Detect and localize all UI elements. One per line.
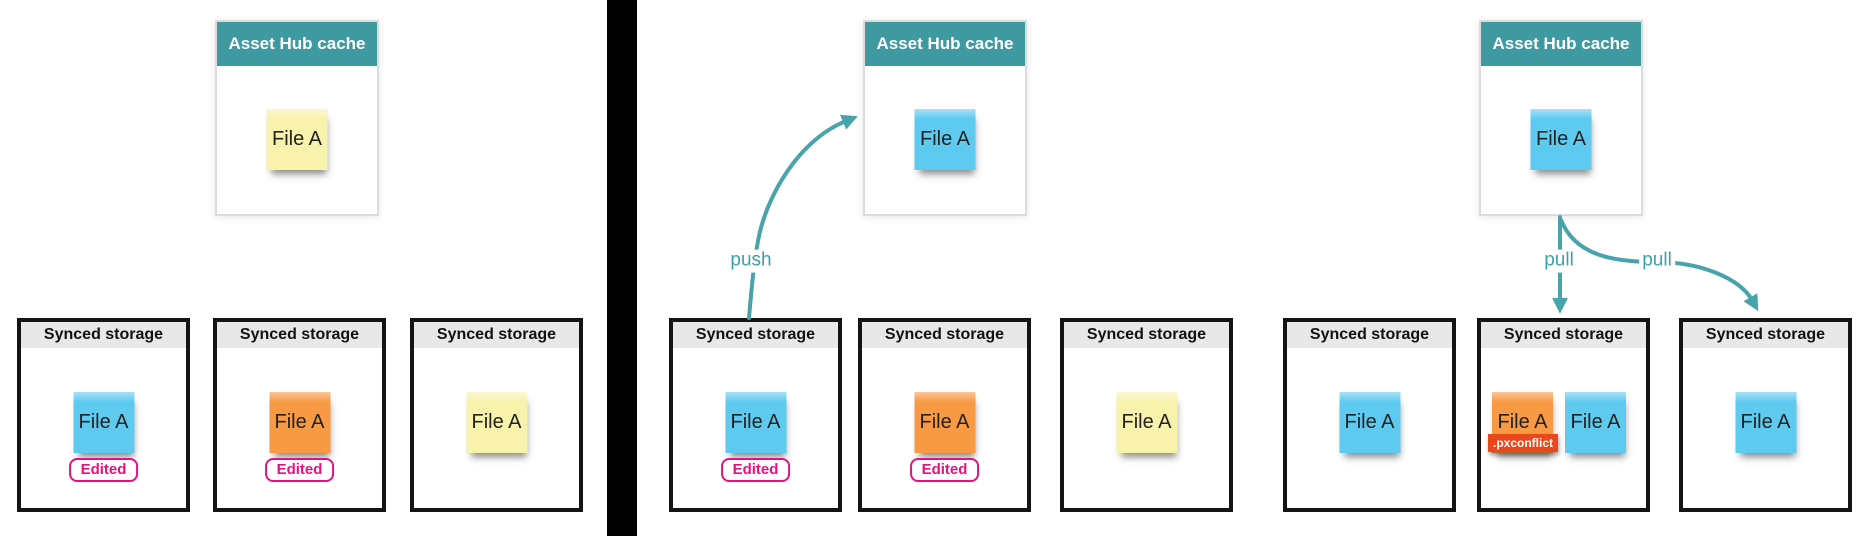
edited-badge: Edited <box>264 458 335 482</box>
asset-hub-cache-title: Asset Hub cache <box>1481 22 1641 66</box>
synced-storage-title: Synced storage <box>1287 322 1452 348</box>
pull-arrow-label-2: pull <box>1639 249 1675 273</box>
synced-storage-3-2: Synced storage File A .pxconflict File A <box>1477 318 1650 512</box>
sticky-note-file-a: File A <box>466 392 527 453</box>
push-arrow <box>747 114 858 320</box>
sticky-note-file-a: File A <box>1116 392 1177 453</box>
synced-storage-1-3: Synced storage File A <box>410 318 583 512</box>
sticky-label: File A <box>78 411 129 433</box>
sticky-label: File A <box>919 411 970 433</box>
sticky-label: File A <box>919 128 971 150</box>
sticky-label: File A <box>471 411 522 433</box>
asset-hub-cache-title: Asset Hub cache <box>217 22 377 66</box>
synced-storage-1-1: Synced storage File A Edited <box>17 318 190 512</box>
synced-storage-2-2: Synced storage File A Edited <box>858 318 1031 512</box>
synced-storage-title: Synced storage <box>862 322 1027 348</box>
asset-hub-cache-3: Asset Hub cache File A <box>1479 20 1643 216</box>
edited-badge: Edited <box>68 458 139 482</box>
sticky-label: File A <box>1570 411 1621 433</box>
synced-storage-title: Synced storage <box>1683 322 1848 348</box>
synced-storage-title: Synced storage <box>217 322 382 348</box>
pull-arrow-label-1: pull <box>1541 249 1577 273</box>
sticky-note-file-a: File A <box>914 109 976 170</box>
synced-storage-title: Synced storage <box>673 322 838 348</box>
panel-divider <box>607 0 637 536</box>
push-arrow-label: push <box>727 249 775 273</box>
pxconflict-tag: .pxconflict <box>1488 434 1559 452</box>
sticky-note-file-a: File A <box>725 392 786 453</box>
asset-hub-cache-title: Asset Hub cache <box>865 22 1025 66</box>
sticky-label: File A <box>1497 411 1548 433</box>
sticky-note-file-a: File A <box>1735 392 1796 453</box>
synced-storage-2-3: Synced storage File A <box>1060 318 1233 512</box>
sticky-label: File A <box>1535 128 1587 150</box>
sticky-label: File A <box>274 411 325 433</box>
sticky-label: File A <box>730 411 781 433</box>
sticky-note-file-a: File A <box>269 392 330 453</box>
synced-storage-1-2: Synced storage File A Edited <box>213 318 386 512</box>
sticky-note-file-a: File A <box>266 109 328 170</box>
sticky-note-file-a: File A <box>73 392 134 453</box>
edited-badge: Edited <box>720 458 791 482</box>
synced-storage-3-3: Synced storage File A <box>1679 318 1852 512</box>
edited-badge: Edited <box>909 458 980 482</box>
sticky-label: File A <box>1740 411 1791 433</box>
synced-storage-title: Synced storage <box>21 322 186 348</box>
sticky-label: File A <box>1121 411 1172 433</box>
synced-storage-title: Synced storage <box>1481 322 1646 348</box>
sticky-label: File A <box>271 128 323 150</box>
synced-storage-title: Synced storage <box>1064 322 1229 348</box>
synced-storage-3-1: Synced storage File A <box>1283 318 1456 512</box>
synced-storage-title: Synced storage <box>414 322 579 348</box>
sticky-label: File A <box>1344 411 1395 433</box>
asset-hub-cache-2: Asset Hub cache File A <box>863 20 1027 216</box>
synced-storage-2-1: Synced storage File A Edited <box>669 318 842 512</box>
sticky-note-file-a: File A <box>1339 392 1400 453</box>
sticky-note-file-a: File A <box>1565 392 1626 453</box>
sticky-note-file-a: File A <box>1530 109 1592 170</box>
asset-hub-cache-1: Asset Hub cache File A <box>215 20 379 216</box>
sticky-note-file-a: File A <box>914 392 975 453</box>
